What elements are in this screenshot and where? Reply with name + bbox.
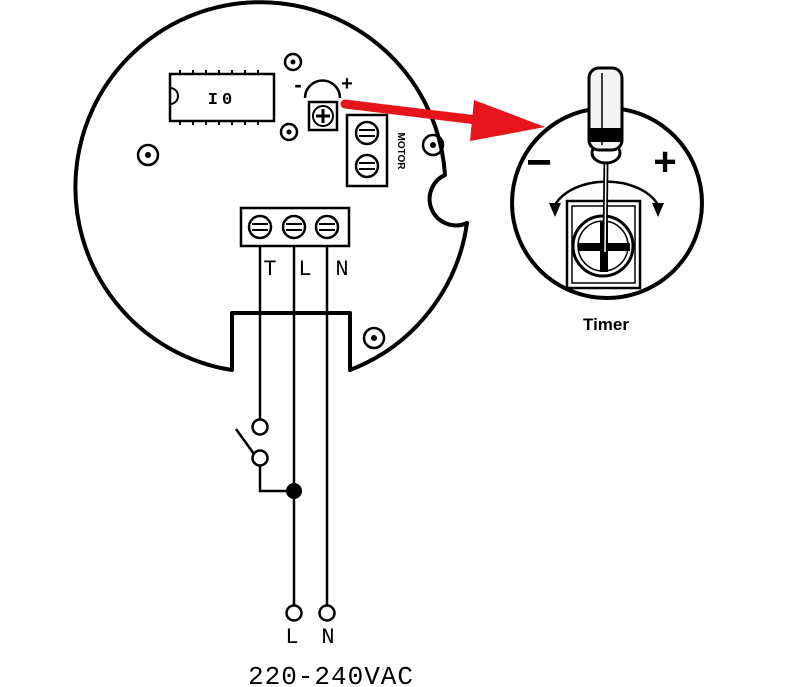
ic-chip — [168, 70, 276, 125]
motor-label: MOTOR — [395, 132, 406, 170]
screwdriver-icon — [587, 66, 624, 253]
supply-label-l: L — [285, 625, 298, 650]
mounting-hole-bottom — [362, 326, 386, 350]
zoom-plus-label: + — [653, 140, 676, 184]
zoom-minus-label: − — [526, 138, 552, 187]
wiring — [258, 246, 329, 605]
board-outline — [73, 0, 469, 372]
board-timer-plus: + — [341, 73, 353, 95]
mounting-hole-mid — [279, 122, 299, 142]
terminal-label-l: L — [298, 257, 311, 282]
switch — [234, 418, 269, 467]
board-timer-minus: - — [294, 72, 301, 97]
board-timer-pot — [303, 79, 342, 132]
terminal-label-n: N — [335, 257, 348, 282]
ic-chip-label: I0 — [208, 91, 236, 110]
wire-switch-return — [258, 465, 294, 493]
pointer-arrow — [340, 99, 545, 141]
supply-label-n: N — [321, 625, 334, 650]
terminal-block — [239, 206, 351, 248]
supply-terminal-l — [285, 604, 303, 622]
motor-connector — [345, 113, 389, 188]
mounting-hole-left — [136, 143, 160, 167]
supply-terminal-n — [318, 604, 336, 622]
junction-dot — [286, 483, 302, 499]
zoom-caption: Timer — [583, 315, 629, 334]
mounting-hole-right — [421, 133, 445, 157]
supply-voltage-label: 220-240VAC — [248, 662, 414, 687]
mounting-hole-top — [283, 52, 303, 72]
terminal-label-t: T — [263, 257, 276, 282]
